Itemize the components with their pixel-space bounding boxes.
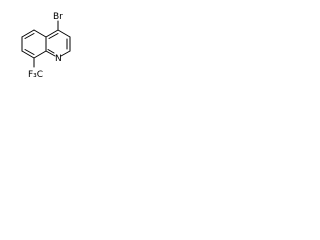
benzene-ring	[21, 29, 47, 59]
pyridine-ring	[45, 29, 71, 57]
trifluoromethyl-label: F₃C	[28, 70, 43, 80]
bond-c7-c8	[21, 50, 35, 59]
bond-c4a-c5	[33, 29, 47, 38]
bond-c5-c6-inner	[24, 33, 35, 39]
chemical-structure-diagram: Br N F₃C	[21, 12, 71, 80]
bromine-label: Br	[53, 12, 63, 22]
nitrogen-label: N	[55, 54, 62, 64]
bond-n1-c8a	[45, 50, 56, 57]
bond-c4a-c4-inner	[48, 33, 59, 39]
bond-c5-c6	[21, 29, 35, 38]
bond-c4a-c4	[45, 29, 59, 38]
bond-n1-c8a-inner	[47, 49, 55, 54]
bond-c4-c3	[57, 29, 71, 38]
bond-c2-n1	[60, 50, 71, 57]
bond-c8-c8a	[33, 50, 47, 59]
bond-c7-c8-inner	[24, 49, 35, 55]
